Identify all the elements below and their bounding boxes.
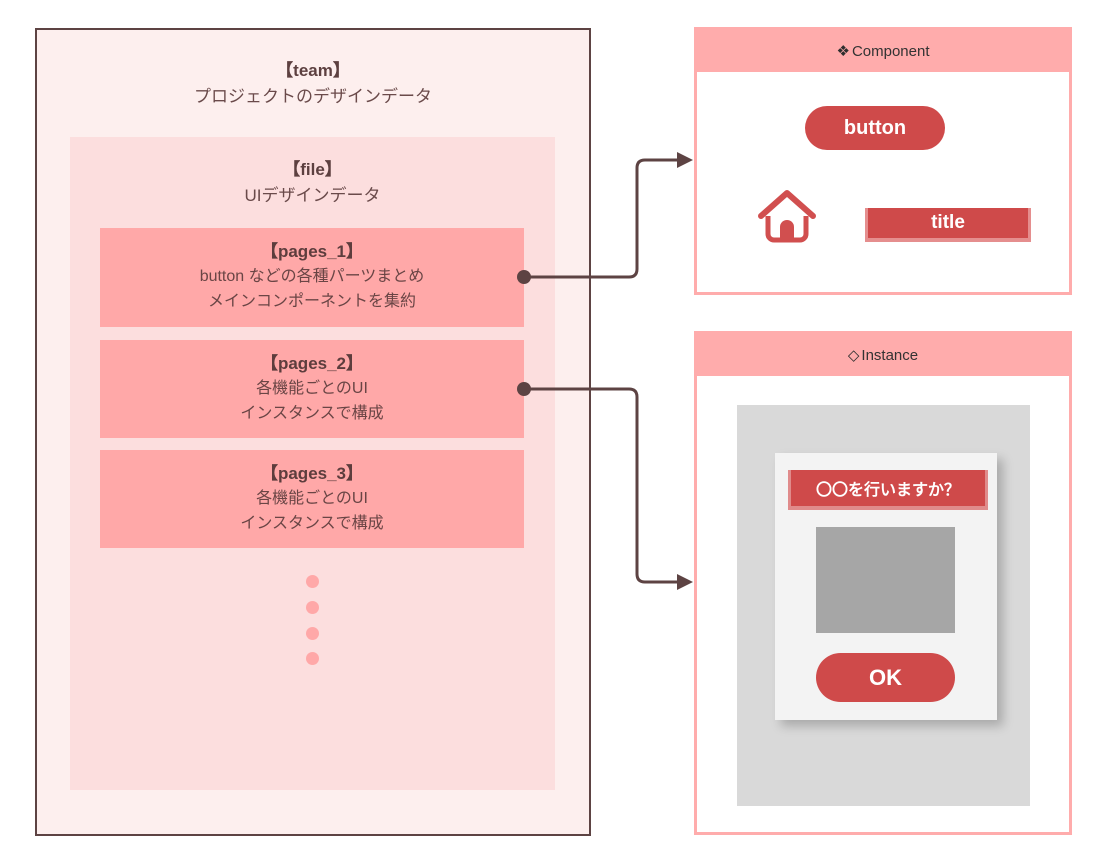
pages-1-line1: button などの各種パーツまとめ	[199, 268, 425, 285]
button-component[interactable]: button	[805, 106, 945, 150]
pages-2-title: 【pages_2】	[260, 354, 364, 373]
image-placeholder	[816, 527, 955, 633]
page-card-pages-3: 【pages_3】 各機能ごとのUI インスタンスで構成	[100, 450, 524, 548]
instance-panel-label: Instance	[861, 346, 919, 364]
title-component[interactable]: title	[865, 208, 1031, 242]
pages-2-line2: インスタンスで構成	[240, 405, 384, 422]
component-diamond-icon: ❖	[836, 43, 850, 60]
team-title: 【team】 プロジェクトのデザインデータ	[35, 58, 591, 110]
ellipsis-dot	[306, 575, 319, 588]
ok-button[interactable]: OK	[816, 653, 955, 702]
pages-3-title: 【pages_3】	[260, 464, 364, 483]
component-panel-header: ❖ Component	[697, 30, 1069, 72]
team-title-label: 【team】	[276, 61, 350, 80]
instance-screen: 〇〇を行いますか？ OK	[737, 405, 1030, 806]
pages-3-line2: インスタンスで構成	[240, 515, 384, 532]
ellipsis-dot	[306, 652, 319, 665]
home-icon	[753, 185, 821, 247]
dialog-card: 〇〇を行いますか？ OK	[775, 453, 997, 720]
page-card-pages-2: 【pages_2】 各機能ごとのUI インスタンスで構成	[100, 340, 524, 438]
instance-panel: ◇ Instance 〇〇を行いますか？ OK	[694, 331, 1072, 835]
ellipsis-dot	[306, 601, 319, 614]
page-card-pages-1: 【pages_1】 button などの各種パーツまとめ メインコンポーネントを…	[100, 228, 524, 327]
file-title-label: 【file】	[283, 160, 342, 179]
file-subtitle: UIデザインデータ	[244, 186, 381, 205]
pages-2-line1: 各機能ごとのUI	[256, 380, 368, 397]
file-title: 【file】 UIデザインデータ	[70, 157, 555, 209]
arrowhead-instance	[677, 574, 693, 590]
component-panel: ❖ Component button title	[694, 27, 1072, 295]
dialog-title-bar: 〇〇を行いますか？	[788, 470, 988, 510]
instance-diamond-icon: ◇	[847, 347, 860, 364]
team-subtitle: プロジェクトのデザインデータ	[194, 87, 432, 106]
pages-1-title: 【pages_1】	[260, 242, 364, 261]
instance-panel-header: ◇ Instance	[697, 334, 1069, 376]
component-panel-label: Component	[851, 42, 930, 60]
ellipsis-dot	[306, 627, 319, 640]
pages-1-line2: メインコンポーネントを集約	[207, 293, 416, 310]
arrowhead-component	[677, 152, 693, 168]
pages-3-line1: 各機能ごとのUI	[256, 490, 368, 507]
